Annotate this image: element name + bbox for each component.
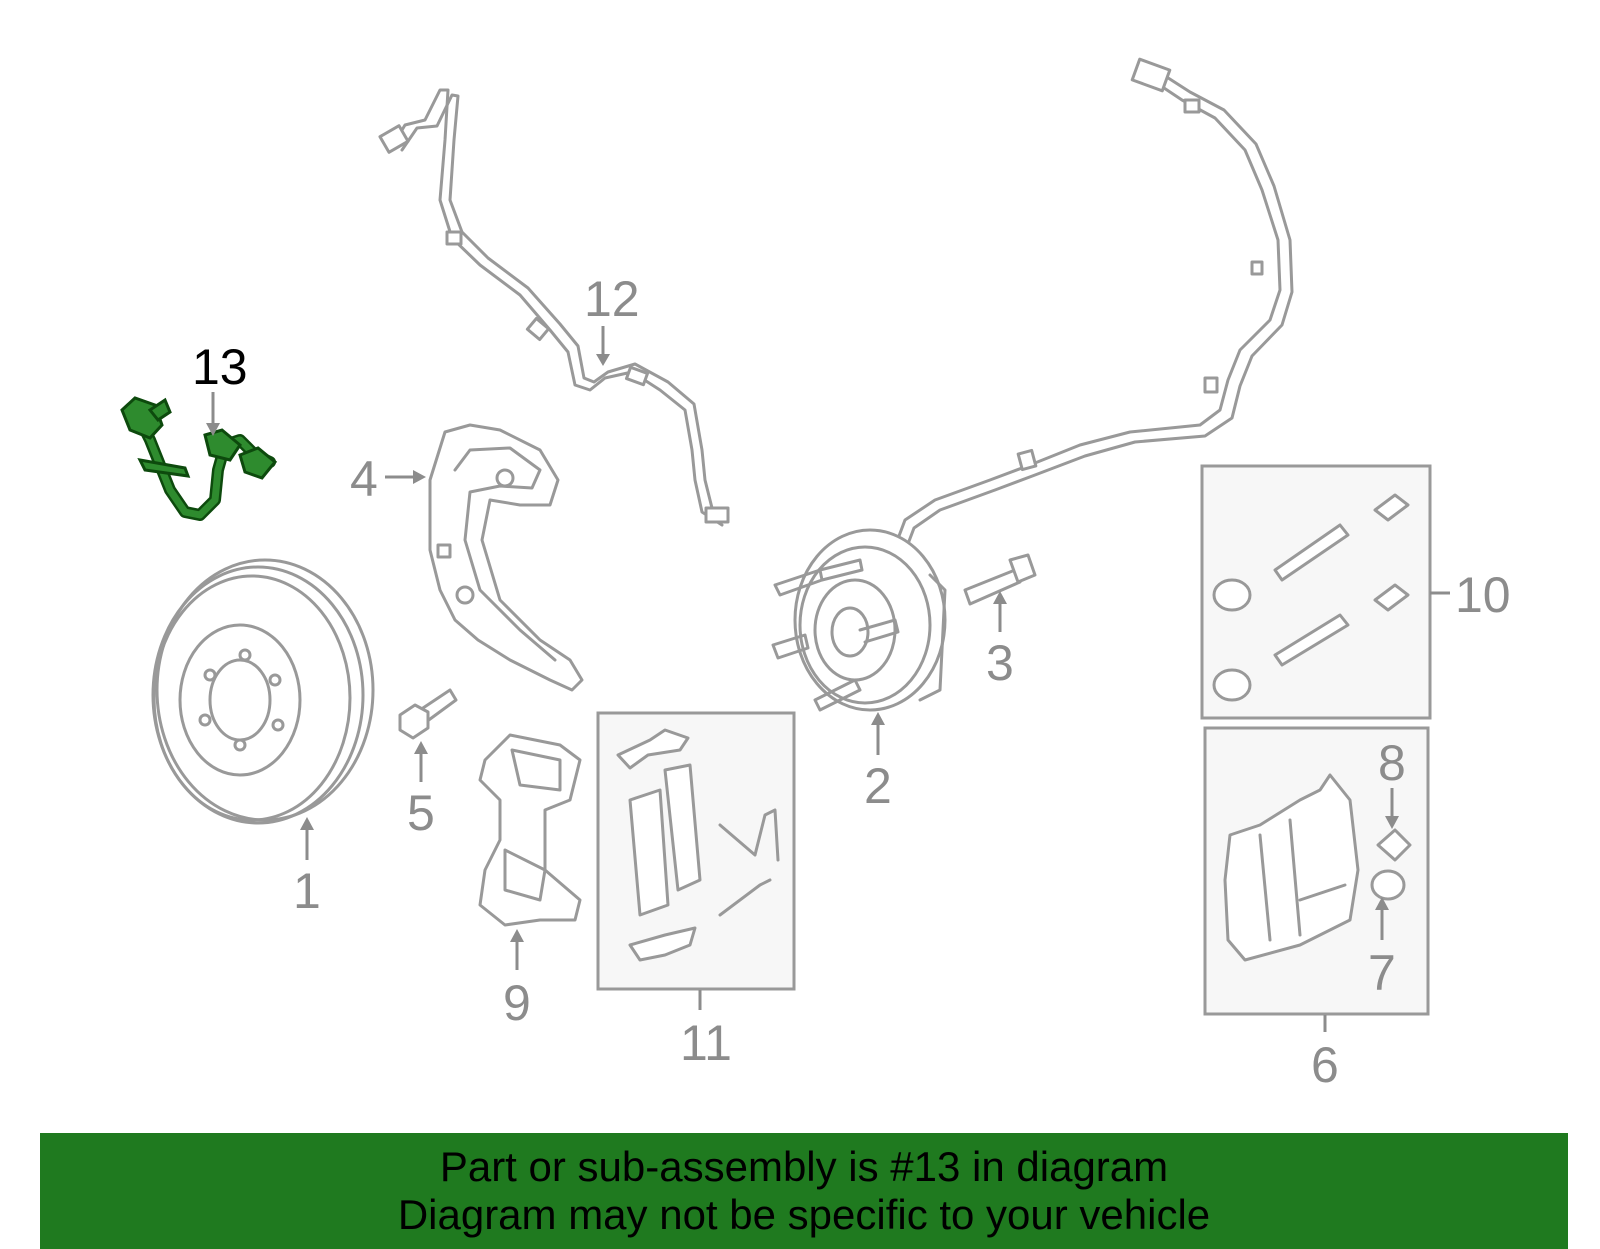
callout-9: 9 bbox=[503, 975, 531, 1031]
callout-labels: 13 12 4 1 5 9 11 2 3 10 8 7 6 bbox=[192, 271, 1511, 1093]
part-3-stud bbox=[963, 553, 1037, 606]
part-4-dust-shield bbox=[428, 423, 584, 692]
part-11-hardware-kit-box bbox=[596, 711, 796, 991]
callout-12: 12 bbox=[584, 271, 640, 327]
callout-3: 3 bbox=[986, 635, 1014, 691]
part-6-caliper-box bbox=[1203, 726, 1430, 1016]
info-banner: Part or sub-assembly is #13 in diagram D… bbox=[40, 1133, 1568, 1249]
part-1-brake-rotor bbox=[151, 558, 375, 825]
callout-1: 1 bbox=[293, 863, 321, 919]
callout-13: 13 bbox=[192, 339, 248, 395]
part-10-guide-pin-box bbox=[1200, 464, 1432, 720]
part-9-caliper-bracket bbox=[478, 733, 582, 927]
banner-line-2: Diagram may not be specific to your vehi… bbox=[397, 1191, 1211, 1238]
callout-11: 11 bbox=[680, 1015, 732, 1071]
callout-4: 4 bbox=[350, 451, 378, 507]
callout-6: 6 bbox=[1311, 1037, 1339, 1093]
callout-8: 8 bbox=[1378, 735, 1406, 791]
banner-line-1: Part or sub-assembly is #13 in diagram bbox=[439, 1143, 1169, 1190]
part-13-abs-sensor-harness bbox=[120, 396, 278, 521]
callout-2: 2 bbox=[864, 758, 892, 814]
callout-5: 5 bbox=[407, 785, 435, 841]
part-12-wire-harness bbox=[378, 57, 1294, 567]
callout-10: 10 bbox=[1455, 567, 1511, 623]
callout-7: 7 bbox=[1368, 945, 1396, 1001]
leader-lines bbox=[206, 326, 1450, 1032]
part-5-bolt bbox=[398, 688, 458, 740]
part-2-hub-assembly bbox=[771, 528, 947, 712]
